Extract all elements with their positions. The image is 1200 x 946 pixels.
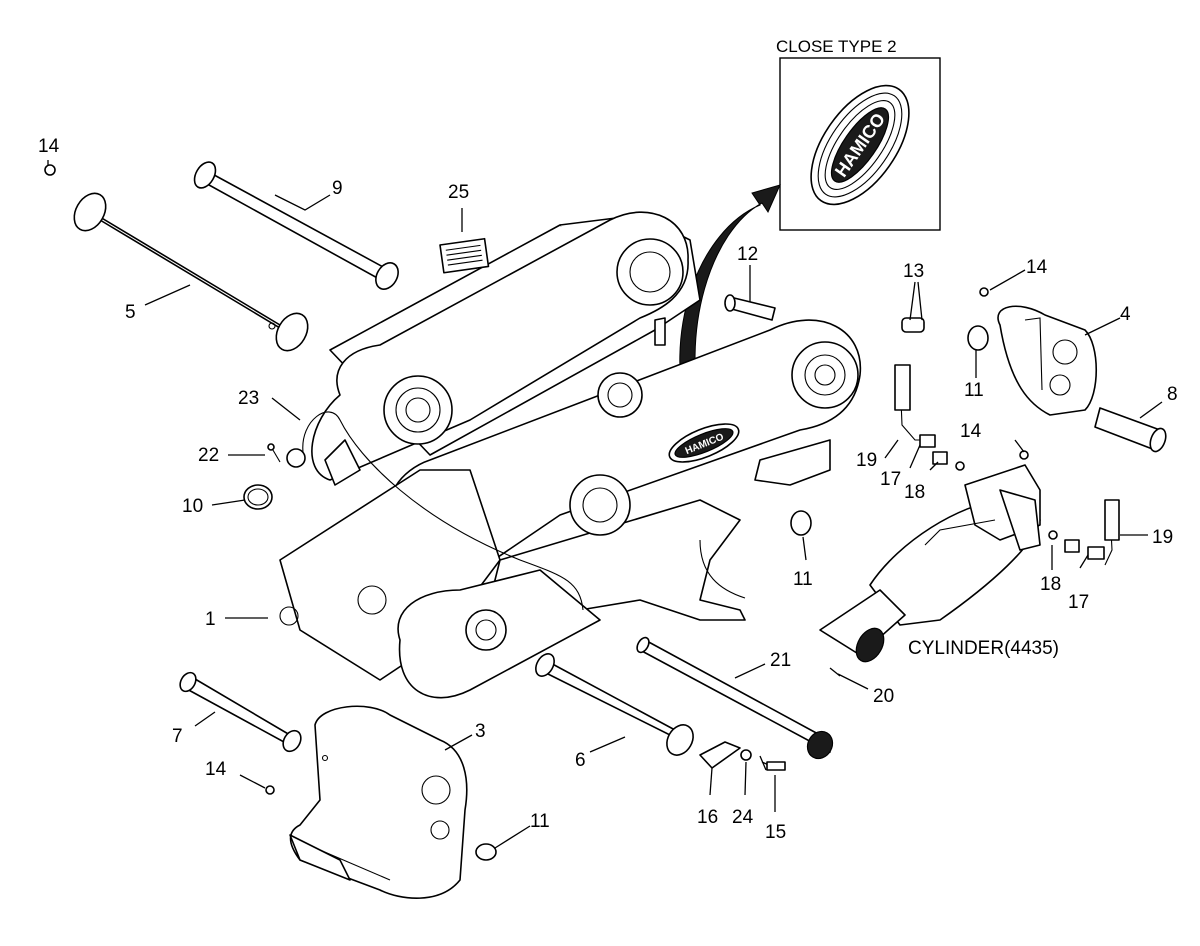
fitting-13 (901, 317, 925, 333)
grease-nipple-14c (1019, 450, 1029, 460)
wire-ring-23 (286, 448, 306, 468)
callout-23: 23 (238, 388, 259, 409)
callout-14: 14 (38, 136, 60, 157)
callout-16: 16 (697, 807, 718, 828)
fitting-17a (919, 434, 936, 448)
inset-frame (779, 57, 941, 231)
callout-1: 1 (205, 609, 216, 630)
callout-22: 22 (198, 445, 219, 466)
fitting-18a (932, 451, 948, 465)
callout-6: 6 (575, 750, 586, 771)
fitting-18b (1064, 539, 1080, 553)
wire-23 (302, 411, 584, 611)
callout-4: 4 (1120, 304, 1131, 325)
callout-25: 25 (448, 182, 469, 203)
grease-nipple-14a (44, 164, 56, 176)
leader-lines (47, 160, 1163, 849)
label-plate-25 (439, 237, 490, 274)
quick-coupler-frame: HAMICO (279, 211, 862, 699)
snap-ring-11b (790, 510, 812, 536)
plate-16 (699, 741, 741, 769)
snap-ring-11a (967, 325, 989, 351)
callout-14-lower-left: 14 (205, 759, 227, 780)
grease-nipple-14d (265, 785, 275, 795)
callout-11-upper-right: 11 (964, 380, 984, 401)
inset-title: CLOSE TYPE 2 (776, 37, 897, 56)
callout-19-upper: 19 (856, 450, 877, 471)
callout-12: 12 (737, 244, 758, 265)
callout-24: 24 (732, 807, 754, 828)
frame-logo-plate: HAMICO (668, 423, 740, 463)
callout-10: 10 (182, 496, 203, 517)
callout-8: 8 (1167, 384, 1178, 405)
pin-5 (73, 192, 309, 352)
grease-nipple-14b (979, 287, 989, 297)
callout-3: 3 (475, 721, 486, 742)
callout-18-upper: 18 (904, 482, 925, 503)
pin-12 (724, 294, 776, 321)
pin-6 (535, 653, 694, 756)
callout-11-lower: 11 (530, 811, 550, 832)
callouts: 14 9 25 5 12 13 14 4 11 8 23 22 10 14 19… (38, 136, 1178, 843)
callout-20: 20 (873, 686, 894, 707)
part-3-bracket (289, 705, 468, 899)
callout-9: 9 (332, 178, 343, 199)
callout-21: 21 (770, 650, 791, 671)
callout-17-lower: 17 (1068, 592, 1089, 613)
callout-19-lower: 19 (1152, 527, 1173, 548)
pin-9 (193, 161, 399, 290)
pin-7 (179, 671, 302, 753)
callout-5: 5 (125, 302, 136, 323)
callout-17-upper: 17 (880, 469, 901, 490)
inset-logo-plate: HAMICO (810, 84, 910, 206)
callout-15: 15 (765, 822, 786, 843)
pin-8 (1094, 407, 1167, 453)
callout-7: 7 (172, 726, 183, 747)
pin-21 (636, 636, 834, 760)
callout-18-lower: 18 (1040, 574, 1061, 595)
fitting-17b (1087, 546, 1105, 560)
callout-11-mid: 11 (793, 569, 813, 590)
part-4-bracket (997, 305, 1098, 416)
callout-13: 13 (903, 261, 924, 282)
callout-14-mid-right: 14 (960, 421, 982, 442)
cylinder-assembly (819, 464, 1041, 663)
callout-14-upper-right: 14 (1026, 257, 1048, 278)
washer-24 (740, 749, 752, 761)
snap-ring-11c (475, 843, 497, 861)
inset-close-type-2: CLOSE TYPE 2 HAMICO (776, 37, 941, 231)
cylinder-label: CYLINDER(4435) (908, 638, 1059, 659)
